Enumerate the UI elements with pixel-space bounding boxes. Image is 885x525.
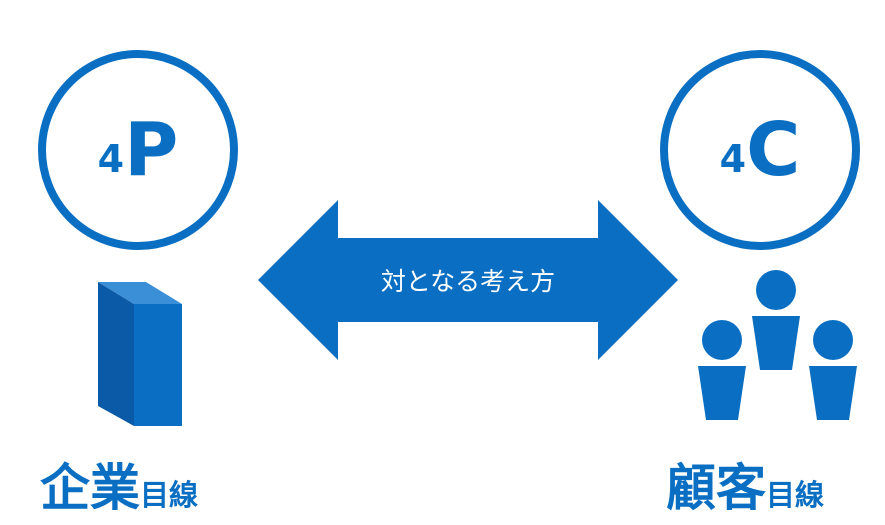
caption-left-main: 企業: [40, 459, 140, 517]
caption-corporate-view: 企業目線: [40, 448, 198, 520]
badge-4p-letter: P: [124, 107, 179, 193]
building-icon: [98, 282, 182, 426]
badge-4p: 4 P: [38, 50, 238, 250]
people-icon: [698, 270, 857, 420]
badge-4c-letter: C: [746, 107, 801, 193]
caption-right-sub: 目線: [766, 478, 825, 512]
arrow-label: 対となる考え方: [380, 267, 556, 296]
caption-right-main: 顧客: [666, 459, 766, 517]
caption-customer-view: 顧客目線: [666, 448, 824, 520]
badge-4c-number: 4: [719, 137, 747, 181]
caption-left-sub: 目線: [140, 478, 199, 512]
double-arrow-icon: [258, 200, 678, 360]
badge-4p-number: 4: [97, 137, 125, 181]
badge-4c: 4 C: [660, 50, 860, 250]
